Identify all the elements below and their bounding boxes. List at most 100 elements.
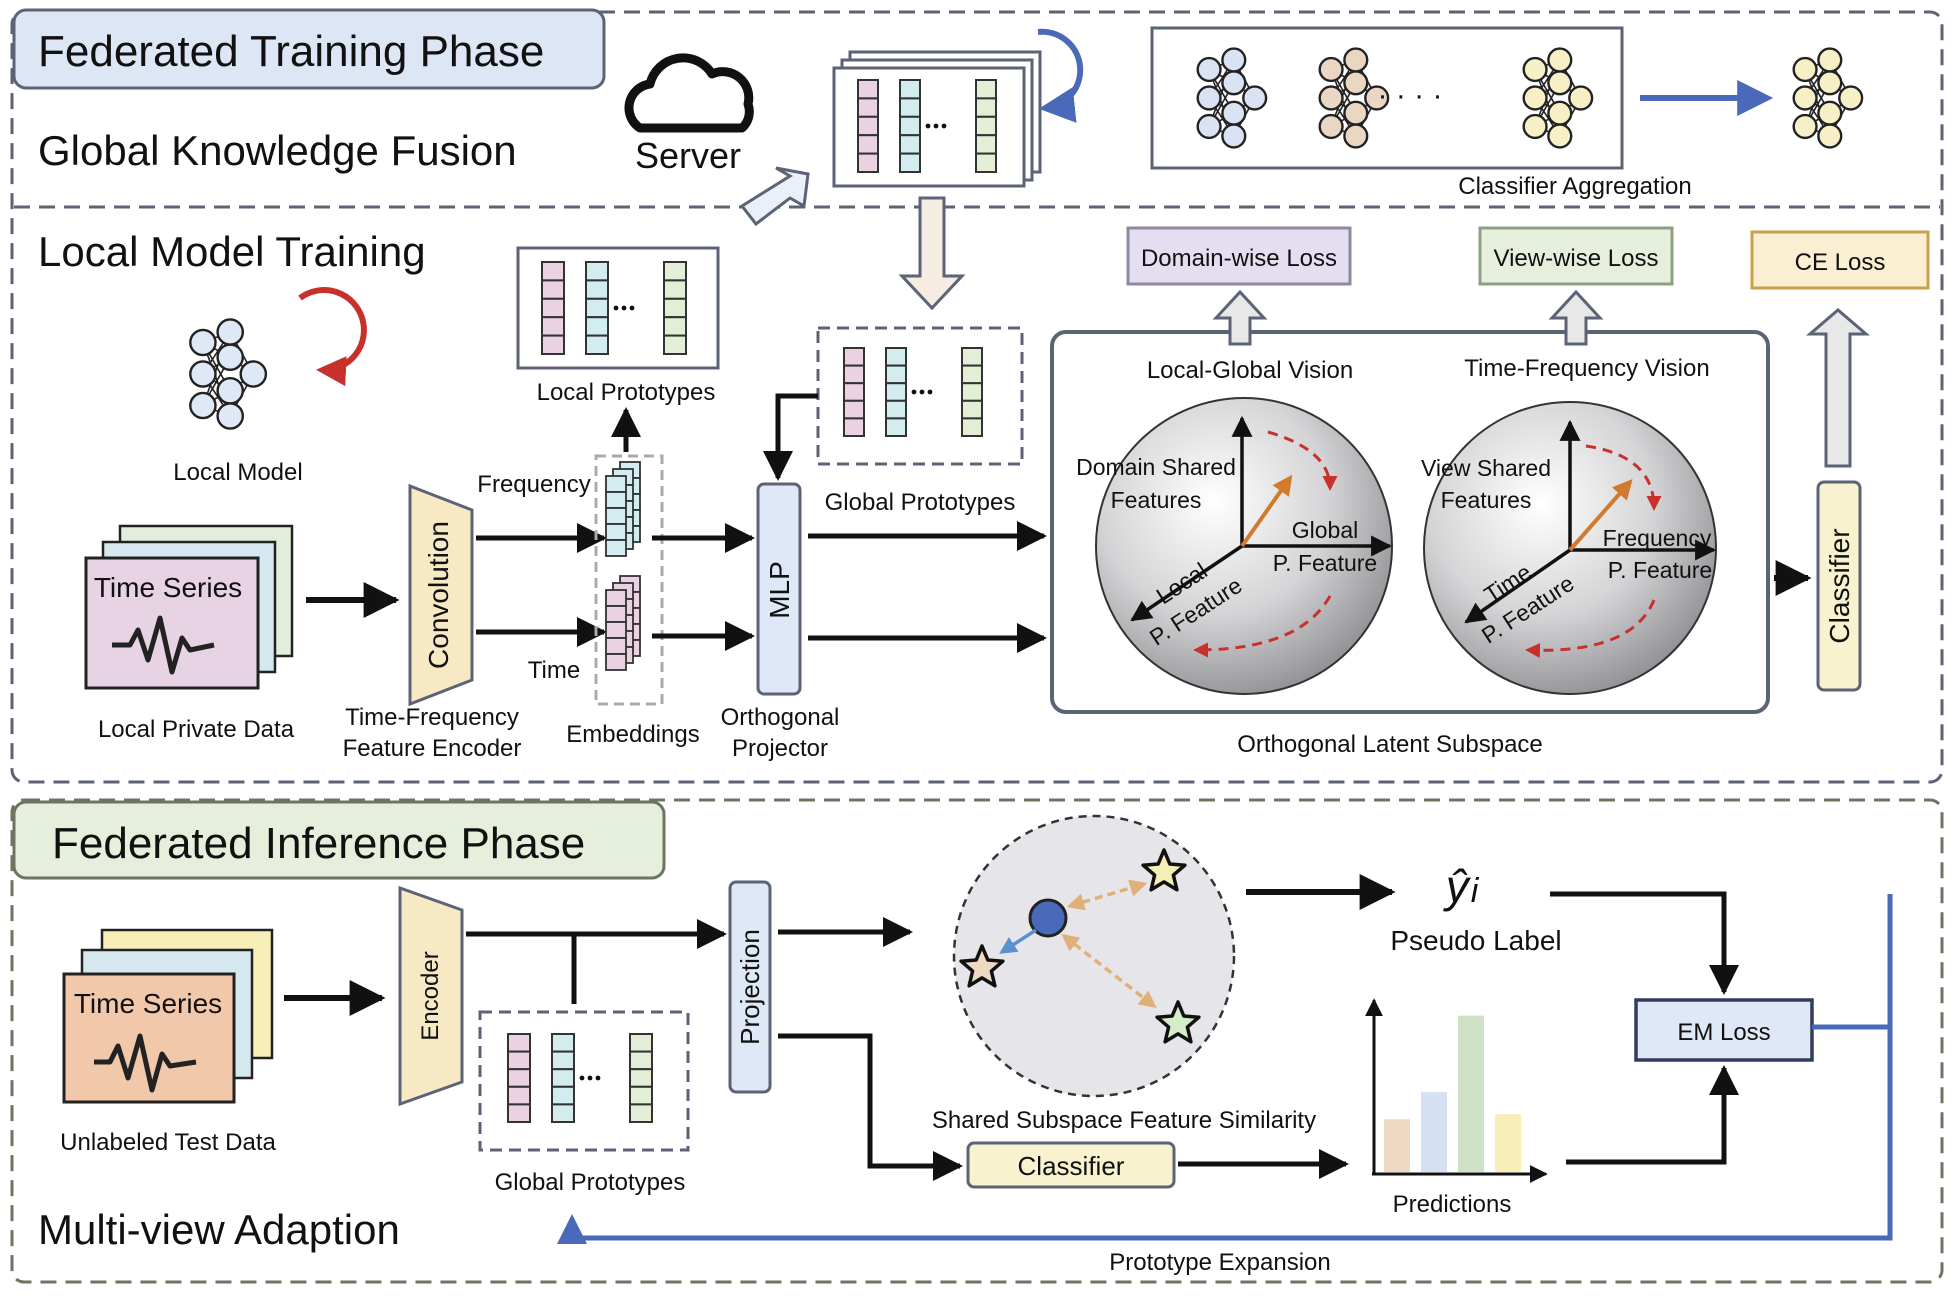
predictions-label: Predictions [1393, 1191, 1512, 1218]
local-model-label: Local Model [173, 459, 302, 486]
prediction-bar [1458, 1015, 1484, 1172]
mlp-block [756, 482, 802, 696]
local-model-icon [189, 318, 268, 430]
global-prototype-column [885, 347, 907, 437]
frequency-pf-line1: Frequency [1603, 525, 1712, 551]
upload-arrow-icon [739, 166, 810, 227]
global-proto-to-mlp-arrow [763, 393, 818, 481]
local-prototype-column [585, 261, 609, 356]
inference-classifier-label: Classifier [1018, 1151, 1125, 1181]
domain-loss-label: Domain-wise Loss [1141, 245, 1337, 272]
mlp-label: MLP [764, 561, 795, 619]
local-prototype-dot [613, 305, 619, 311]
prototype-star-icon [1155, 1000, 1201, 1044]
time-embedding [605, 575, 641, 671]
inference-prototype-column [507, 1033, 531, 1124]
time-series-label: Time Series [94, 572, 242, 603]
inference-prototype-dot [587, 1075, 593, 1081]
waveform-icon [112, 615, 215, 675]
client-classifier-icon [1196, 47, 1268, 149]
projection-block [728, 880, 772, 1094]
classifier-aggregation-label: Classifier Aggregation [1458, 173, 1691, 200]
prototype-star-icon [959, 944, 1005, 988]
test-data-stack [62, 928, 274, 1104]
training-phase-border [10, 10, 1944, 784]
cloud-icon [624, 53, 754, 133]
view-loss-up-arrow [1548, 289, 1604, 346]
prediction-bar [1421, 1092, 1447, 1172]
embeddings-label: Embeddings [566, 721, 699, 748]
local-prototypes-label: Local Prototypes [537, 379, 716, 406]
em-loss-box [1634, 998, 1814, 1062]
inference-prototype-dot [595, 1075, 601, 1081]
pseudo-label-symbol: ŷi [1443, 860, 1480, 912]
local-prototype-dot [629, 305, 635, 311]
similarity-link-2 [999, 928, 1037, 954]
server-prototype-column [975, 79, 997, 174]
embeddings-box [594, 454, 664, 706]
refresh-arrow-icon [1037, 28, 1084, 123]
inference-phase-title-box [12, 800, 666, 880]
em-loss-label: EM Loss [1677, 1019, 1770, 1046]
prediction-bar [1384, 1119, 1410, 1172]
inference-phase-section: Federated Inference Phase Time Series Un… [10, 798, 1944, 1284]
predictions-to-em-arrow [1566, 1065, 1739, 1165]
frequency-embedding [605, 461, 641, 557]
view-loss-label: View-wise Loss [1494, 245, 1659, 272]
shared-feature-vector [1240, 474, 1293, 548]
ce-loss-up-arrow [1805, 308, 1871, 468]
prototype-star-icon [1141, 848, 1187, 892]
encoder-caption-line1: Time-Frequency [345, 704, 519, 731]
global-fusion-label: Global Knowledge Fusion [38, 127, 517, 174]
global-prototype-column [961, 347, 983, 437]
similarity-link-3 [1061, 933, 1157, 1009]
predictions-chart [1365, 998, 1548, 1183]
similarity-label: Shared Subspace Feature Similarity [932, 1107, 1316, 1134]
domain-shared-line2: Features [1111, 487, 1202, 513]
inference-encoder-label: Encoder [417, 951, 444, 1040]
client-classifier-icon [1522, 47, 1594, 149]
ce-loss-label: CE Loss [1795, 249, 1886, 276]
time-frequency-vision-label: Time-Frequency Vision [1464, 355, 1709, 382]
local-prototype-column [663, 261, 687, 356]
server-prototype-column [899, 79, 921, 174]
local-global-sphere [1095, 397, 1393, 695]
local-global-vision-label: Local-Global Vision [1147, 357, 1353, 384]
domain-shared-line1: Domain Shared [1076, 454, 1236, 480]
inference-phase-border [10, 798, 1944, 1284]
view-shared-line1: View Shared [1421, 455, 1551, 481]
local-prototype-dot [621, 305, 627, 311]
local-model-network-icon [189, 318, 268, 430]
frequency-pf-line2: P. Feature [1608, 557, 1712, 583]
global-prototype-dot [919, 389, 925, 395]
local-refresh-arrow-icon [298, 287, 367, 387]
inference-prototype-column [629, 1033, 653, 1124]
convolution-encoder-block [408, 483, 474, 707]
domain-loss-box [1126, 226, 1352, 286]
encoder-caption-line2: Feature Encoder [343, 735, 522, 762]
projection-to-classifier-arrow [778, 1033, 963, 1181]
aggregation-ellipsis: · · · · [1378, 79, 1443, 112]
projector-caption-line2: Projector [732, 735, 828, 762]
prediction-bar [1495, 1114, 1521, 1172]
client-classifier-icon [1318, 47, 1390, 149]
training-phase-title-box [12, 8, 606, 90]
download-arrow-icon [898, 196, 966, 311]
server-label: Server [635, 135, 741, 176]
inference-prototype-dot [579, 1075, 585, 1081]
prototype-expansion-label: Prototype Expansion [1109, 1249, 1330, 1276]
global-prototype-dot [927, 389, 933, 395]
subspace-label: Orthogonal Latent Subspace [1237, 731, 1543, 758]
projection-label: Projection [735, 929, 765, 1045]
inference-global-prototypes-label: Global Prototypes [495, 1169, 686, 1196]
test-time-series-label: Time Series [74, 988, 222, 1019]
global-prototype-column [843, 347, 865, 437]
server-prototype-dot [933, 123, 939, 129]
projector-caption-line1: Orthogonal [721, 704, 840, 731]
training-classifier-block [1816, 480, 1862, 692]
convolution-label: Convolution [423, 521, 454, 669]
time-frequency-sphere [1423, 401, 1717, 695]
multiview-adaption-label: Multi-view Adaption [38, 1206, 400, 1253]
unlabeled-test-data-label: Unlabeled Test Data [60, 1129, 276, 1156]
